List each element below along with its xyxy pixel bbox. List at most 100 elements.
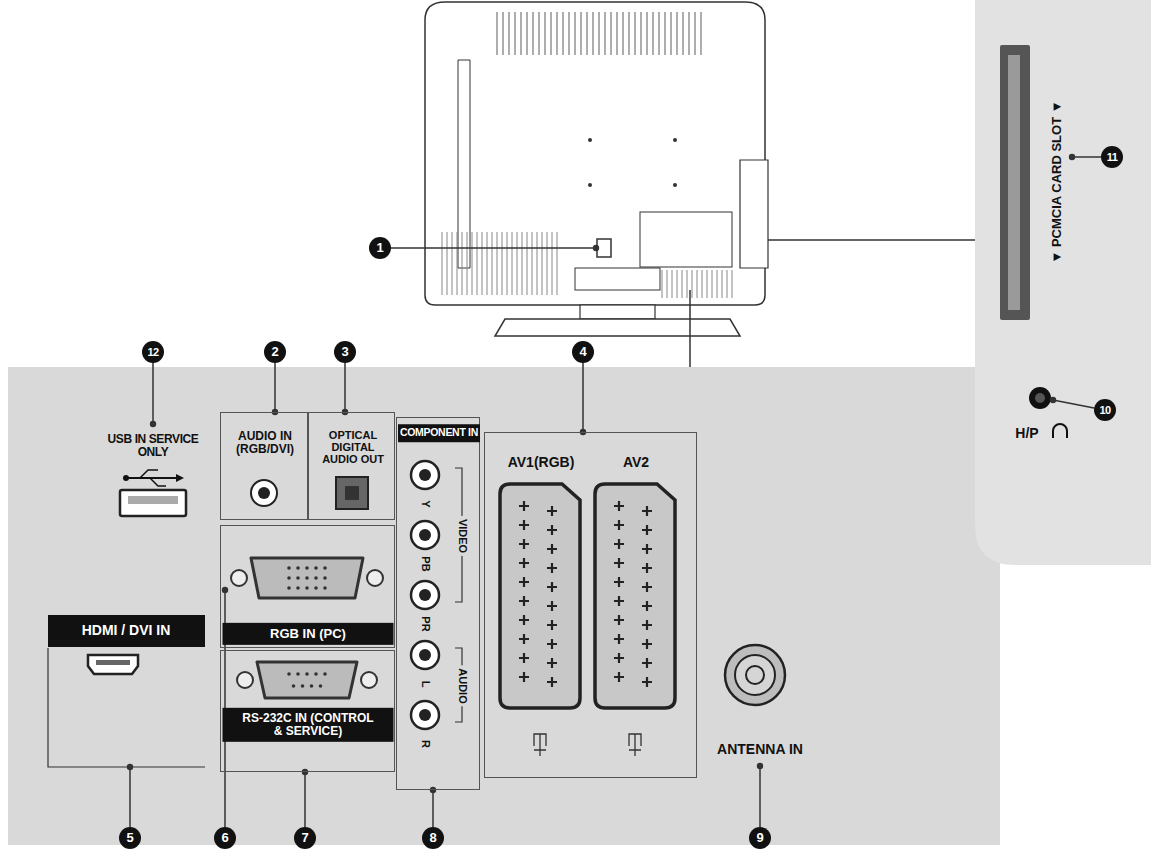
vent [502,12,503,55]
vent [616,12,617,55]
vent [467,232,468,295]
leader-dot [430,787,436,793]
scart-pin [614,558,624,568]
scart-pin [642,506,652,516]
vent [707,270,708,298]
vent [507,232,508,295]
vent [568,12,569,55]
vent [492,232,493,295]
optical-port [336,477,368,509]
port-sublabel: VIDEO [457,516,469,556]
pin [287,576,291,580]
leader-line [1053,400,1094,408]
callout-number: 12 [142,341,164,363]
vent [520,12,521,55]
vent [526,12,527,55]
vent [544,12,545,55]
scart-pin [614,577,624,587]
scart-pin [519,653,529,663]
vent [688,12,689,55]
rca-jack [411,461,439,489]
scart-pin [642,677,652,687]
stand-base [495,319,740,336]
optical-port-inner [345,486,359,500]
leader-line [344,363,346,412]
usb-symbol [123,475,129,481]
headphone-jack [1029,387,1051,409]
port-label-bar: HDMI / DVI IN [48,615,205,647]
port-label: AUDIO IN (RGB/DVI) [225,430,305,456]
leader-dot [302,769,308,775]
vent [497,232,498,295]
vent [457,232,458,295]
vent [628,12,629,55]
scart-pin [519,672,529,682]
serial-connector [237,662,377,698]
callout-number: 5 [119,827,141,849]
callout-number: 4 [572,341,594,363]
leader-line [759,766,761,827]
callout-number: 11 [1101,146,1123,168]
vent [542,232,543,295]
port-sublabel: AV2 [623,455,649,470]
scart-pin [547,639,557,649]
port-sublabel: L [420,681,432,688]
leader-dot [222,587,228,593]
vent [477,232,478,295]
scart-pin [519,577,529,587]
port-sublabel: R [420,740,432,748]
vent [442,232,443,295]
scart-pin [547,582,557,592]
screw [361,672,377,688]
vent [550,12,551,55]
scart-shell [595,484,675,708]
port-box: COMPONENT INYVIDEOPBPRLAUDIOR [396,417,480,790]
leader-line [768,239,975,241]
vent [472,232,473,295]
rca-jack [411,521,439,549]
pin [314,672,318,676]
vent [532,232,533,295]
vent [667,270,668,298]
port-label: USB IN SERVICE ONLY [108,433,199,459]
vent [586,12,587,55]
scart-pin [614,596,624,606]
port-label: COMPONENT IN [398,424,480,442]
port-sublabel: PB [420,556,432,571]
leader-dot [1050,397,1056,403]
tv-side-slot-cover [740,160,768,268]
scart-pin [547,506,557,516]
scart-pin [642,601,652,611]
scart-pin [547,525,557,535]
scart-pin [642,582,652,592]
rca-jack [411,701,439,729]
tv-terminal-area [640,212,732,267]
port-label: AV1(RGB) [508,455,575,470]
vent [676,12,677,55]
vent [634,12,635,55]
vent [592,12,593,55]
tv-body [425,2,765,305]
pin [314,566,318,570]
scart-pin [547,658,557,668]
vent [522,232,523,295]
leader-dot [127,764,133,770]
pin [305,586,309,590]
callout-number: 1 [369,237,391,259]
vent [712,270,713,298]
rca-jack-hole [419,469,431,481]
port-box: AUDIO IN (RGB/DVI) [220,412,308,520]
leader-line [391,247,596,249]
pin [287,586,291,590]
port-label: RGB IN (PC) [223,623,394,645]
leader-dot [150,421,156,427]
mount-hole [673,138,677,142]
vent [496,12,497,55]
usb-port-tongue [128,496,178,504]
port-label: RS-232C IN (CONTROL & SERVICE) [223,708,394,742]
scart-pin [519,615,529,625]
screw [367,570,383,586]
scart-pin [519,634,529,644]
leader-dot [757,763,763,769]
